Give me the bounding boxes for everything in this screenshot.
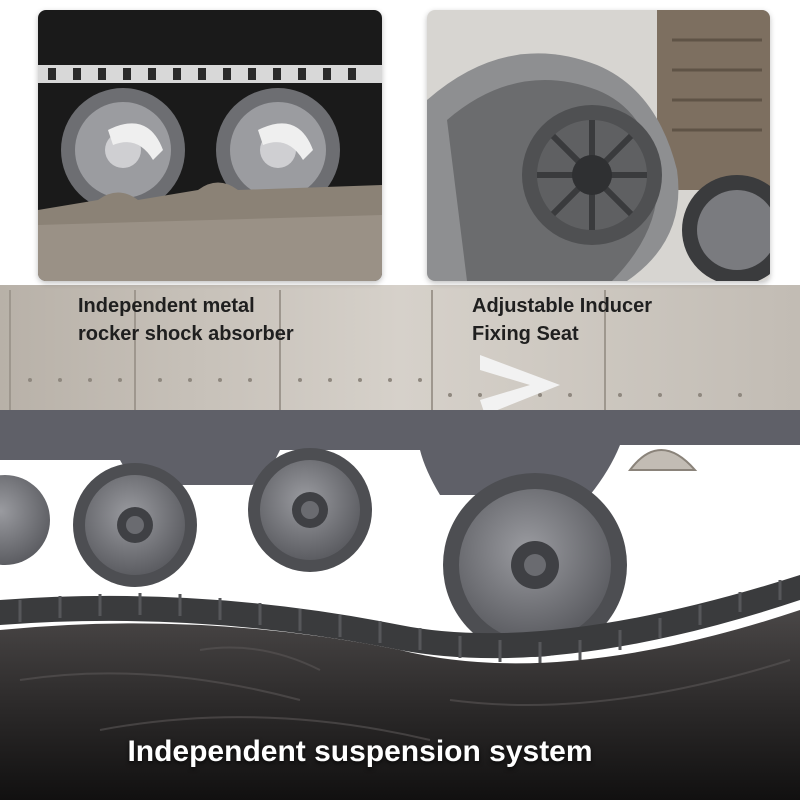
log (0, 610, 800, 800)
inducer-arch (627, 449, 698, 471)
caption-inducer-fixing-seat: Adjustable Inducer Fixing Seat (472, 292, 772, 348)
caption-right-line1: Adjustable Inducer (472, 295, 653, 317)
chevron-marking (480, 355, 560, 415)
rocker-shock-photo (38, 10, 382, 281)
inducer-seat-photo (427, 10, 770, 281)
inset-inducer-fixing-seat (427, 10, 770, 281)
caption-left-line1: Independent metal (78, 295, 255, 317)
caption-rocker-shock-absorber: Independent metal rocker shock absorber (78, 292, 378, 348)
headline: Independent suspension system (127, 735, 593, 768)
road-wheel (0, 475, 50, 565)
road-wheel (73, 463, 197, 587)
track (0, 575, 800, 659)
caption-right-line2: Fixing Seat (472, 323, 579, 345)
tank-hull (0, 285, 800, 410)
road-wheel (248, 448, 372, 572)
caption-left-line2: rocker shock absorber (78, 323, 294, 345)
inset-rocker-shock-absorber (38, 10, 382, 281)
side-skirt (0, 410, 800, 495)
road-wheel (443, 473, 627, 657)
